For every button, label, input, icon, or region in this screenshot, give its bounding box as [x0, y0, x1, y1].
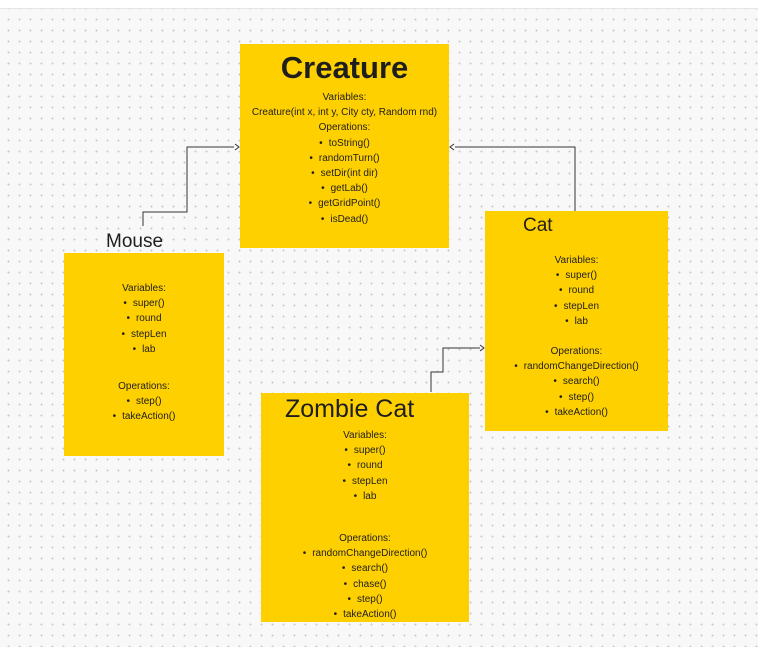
mouse-operations-label: Operations: [118, 381, 170, 393]
zombie-cat-variables-label: Variables: [343, 430, 387, 441]
canvas-top-border [0, 0, 758, 9]
zombie-cat-variable-item: round [261, 458, 469, 473]
creature-operation-item: isDead() [240, 212, 449, 227]
cat-variable-item: stepLen [485, 299, 668, 314]
zombie-cat-content: Variables: super() round stepLen lab Ope… [261, 428, 469, 622]
mouse-title: Mouse [106, 231, 164, 252]
zombie-cat-variables-list: super() round stepLen lab [261, 443, 469, 504]
zombie-cat-to-cat-connector[interactable] [430, 347, 480, 392]
zombie-cat-variable-item: lab [261, 489, 469, 504]
cat-operation-item: randomChangeDirection() [485, 359, 668, 374]
cat-operation-item: search() [485, 374, 668, 389]
cat-section-gap [485, 329, 668, 344]
cat-operations-label: Operations: [550, 346, 603, 358]
zombie-cat-title: Zombie Cat [285, 395, 415, 423]
creature-operation-item: getGridPoint() [240, 196, 449, 211]
cat-to-creature-connector[interactable] [455, 146, 576, 211]
zombie-cat-operations-label: Operations: [339, 533, 391, 545]
mouse-operations-list: step() takeAction() [64, 394, 224, 424]
creature-operations-list: toString() randomTurn() setDir(int dir) … [240, 136, 449, 227]
zombie-cat-class-box[interactable]: Zombie Cat Variables: super() round step… [261, 393, 469, 622]
cat-variables-label: Variables: [554, 255, 599, 266]
cat-class-box[interactable]: Cat Variables: super() round stepLen lab… [485, 211, 668, 431]
mouse-class-box[interactable]: Variables: super() round stepLen lab Ope… [64, 253, 224, 456]
mouse-variable-item: round [64, 311, 224, 326]
mouse-variable-item: super() [64, 296, 224, 311]
zombie-cat-variable-item: super() [261, 443, 469, 458]
zombie-cat-operation-item: step() [261, 592, 469, 607]
cat-title: Cat [523, 215, 553, 236]
mouse-variable-item: stepLen [64, 327, 224, 342]
cat-to-creature-arrowhead [449, 143, 455, 151]
cat-variable-item: lab [485, 314, 668, 329]
creature-title: Creature [280, 50, 409, 85]
zombie-cat-operation-item: chase() [261, 577, 469, 592]
zombie-cat-section-gap [261, 504, 469, 531]
cat-variable-item: super() [485, 268, 668, 283]
mouse-to-creature-connector[interactable] [142, 146, 234, 226]
cat-variable-item: round [485, 283, 668, 298]
cat-variables-list: super() round stepLen lab [485, 268, 668, 329]
creature-constructor: Creature(int x, int y, City cty, Random … [251, 107, 438, 119]
creature-content: Variables: Creature(int x, int y, City c… [240, 90, 449, 227]
mouse-variables-list: super() round stepLen lab [64, 296, 224, 357]
creature-operation-item: setDir(int dir) [240, 166, 449, 181]
mouse-operation-item: step() [64, 394, 224, 409]
mouse-to-creature-arrowhead [234, 143, 240, 151]
zombie-cat-operation-item: search() [261, 561, 469, 576]
zombie-cat-variable-item: stepLen [261, 474, 469, 489]
zombie-cat-operation-item: takeAction() [261, 607, 469, 622]
creature-variables-label: Variables: [322, 92, 367, 103]
zombie-cat-operation-item: randomChangeDirection() [261, 546, 469, 561]
cat-content: Variables: super() round stepLen lab Ope… [485, 253, 668, 420]
mouse-section-gap [64, 357, 224, 379]
creature-operations-label: Operations: [318, 122, 371, 134]
zombie-cat-to-cat-arrowhead [479, 344, 485, 352]
creature-class-box[interactable]: Creature Variables: Creature(int x, int … [240, 44, 449, 248]
mouse-operation-item: takeAction() [64, 409, 224, 424]
creature-operation-item: getLab() [240, 181, 449, 196]
mouse-variables-label: Variables: [122, 283, 166, 294]
cat-operation-item: step() [485, 390, 668, 405]
cat-operation-item: takeAction() [485, 405, 668, 420]
mouse-content: Variables: super() round stepLen lab Ope… [64, 281, 224, 425]
creature-operation-item: toString() [240, 136, 449, 151]
creature-operation-item: randomTurn() [240, 151, 449, 166]
mouse-variable-item: lab [64, 342, 224, 357]
cat-operations-list: randomChangeDirection() search() step() … [485, 359, 668, 420]
zombie-cat-operations-list: randomChangeDirection() search() chase()… [261, 546, 469, 622]
